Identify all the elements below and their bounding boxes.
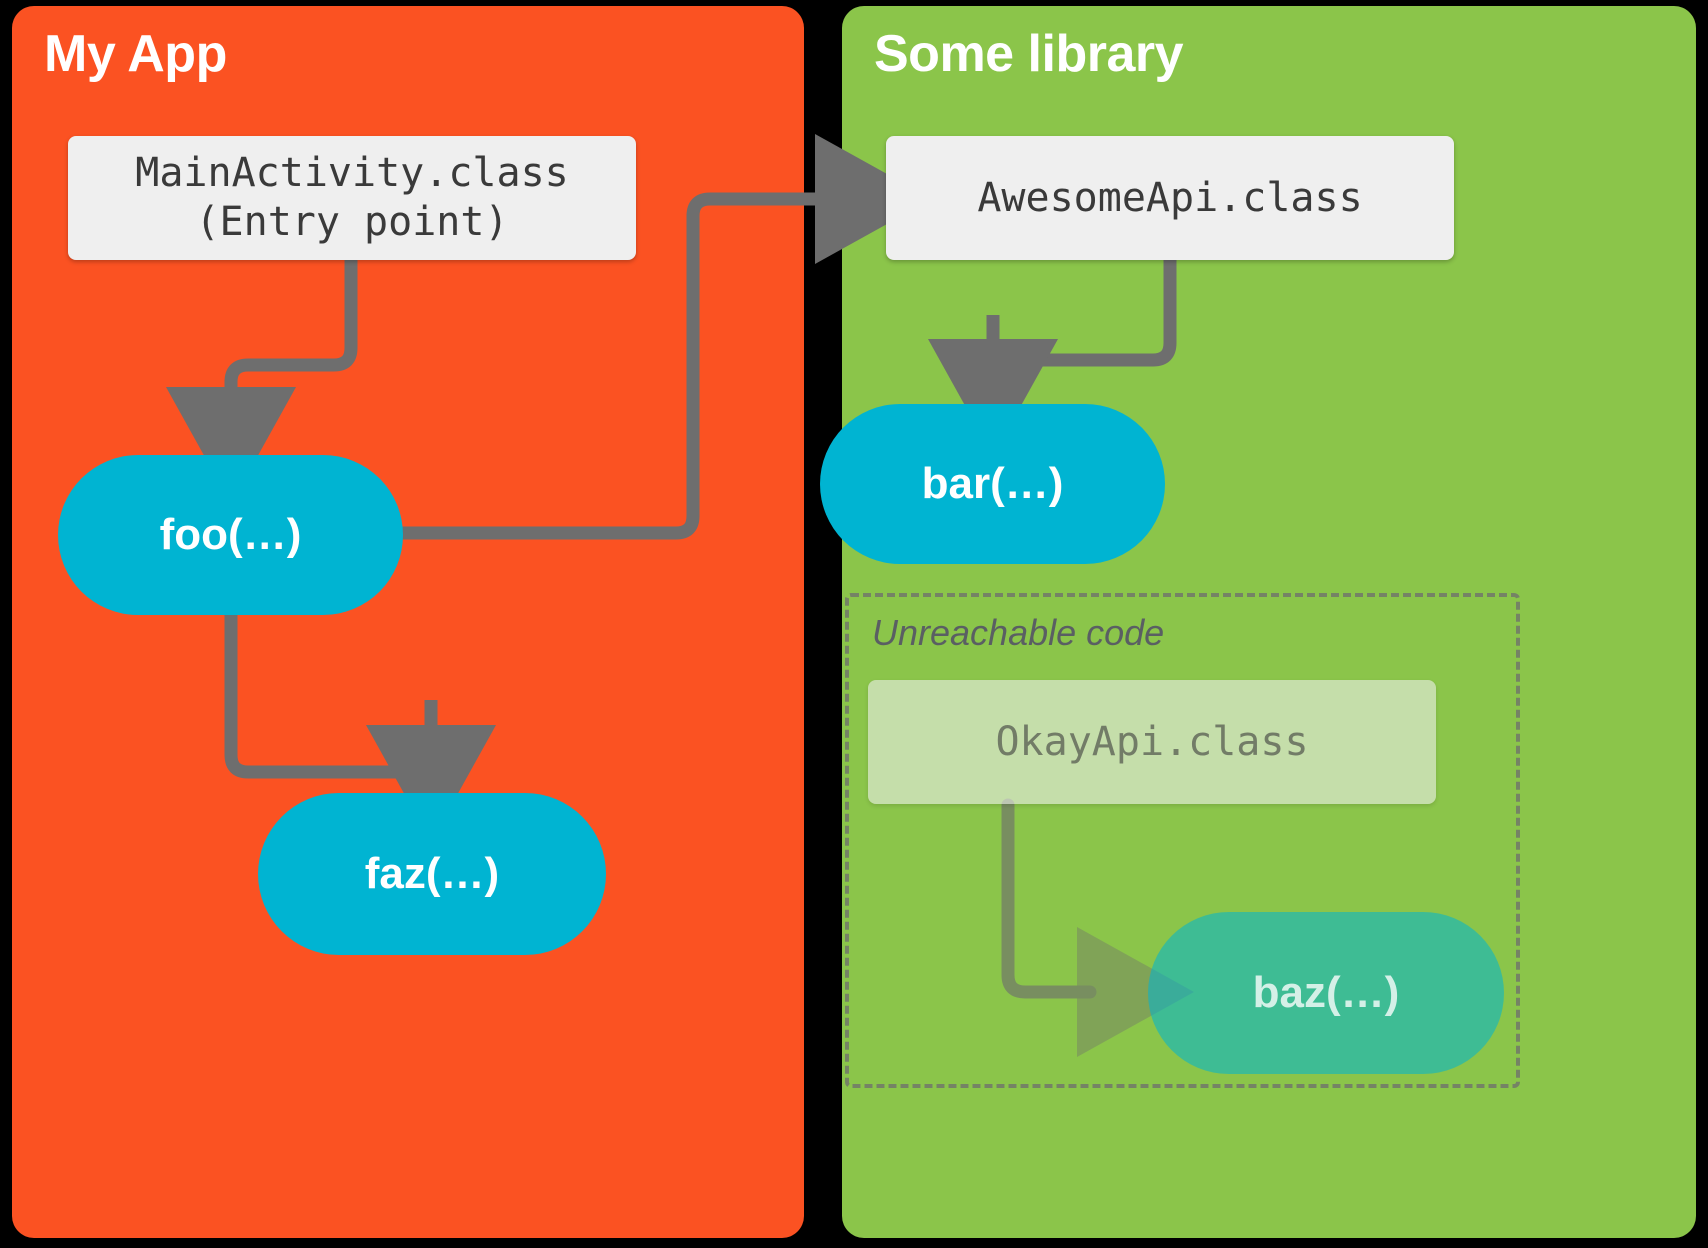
class-box-mainactivity-line1: MainActivity.class — [135, 150, 569, 197]
unreachable-code-region — [845, 593, 1520, 1088]
class-box-mainactivity-text: MainActivity.class (Entry point) — [135, 149, 568, 247]
method-node-baz-label: baz(…) — [1252, 968, 1400, 1017]
class-box-okayapi[interactable]: OkayApi.class — [868, 680, 1436, 804]
class-box-awesomeapi[interactable]: AwesomeApi.class — [886, 136, 1454, 260]
method-node-baz[interactable]: baz(…) — [1148, 912, 1504, 1074]
panel-some-library-title: Some library — [874, 25, 1184, 83]
unreachable-code-label: Unreachable code — [872, 612, 1165, 653]
method-node-bar[interactable]: bar(…) — [820, 404, 1165, 564]
method-node-foo-label: foo(…) — [159, 510, 302, 559]
class-box-mainactivity-line2: (Entry point) — [195, 199, 509, 245]
class-box-awesomeapi-label: AwesomeApi.class — [977, 174, 1363, 221]
class-box-mainactivity[interactable]: MainActivity.class (Entry point) — [68, 136, 636, 260]
method-node-faz-label: faz(…) — [364, 849, 500, 898]
method-node-faz[interactable]: faz(…) — [258, 793, 606, 955]
method-node-foo[interactable]: foo(…) — [58, 455, 403, 615]
panel-my-app-title: My App — [44, 25, 227, 83]
method-node-bar-label: bar(…) — [921, 459, 1064, 508]
class-box-okayapi-label: OkayApi.class — [995, 718, 1309, 765]
